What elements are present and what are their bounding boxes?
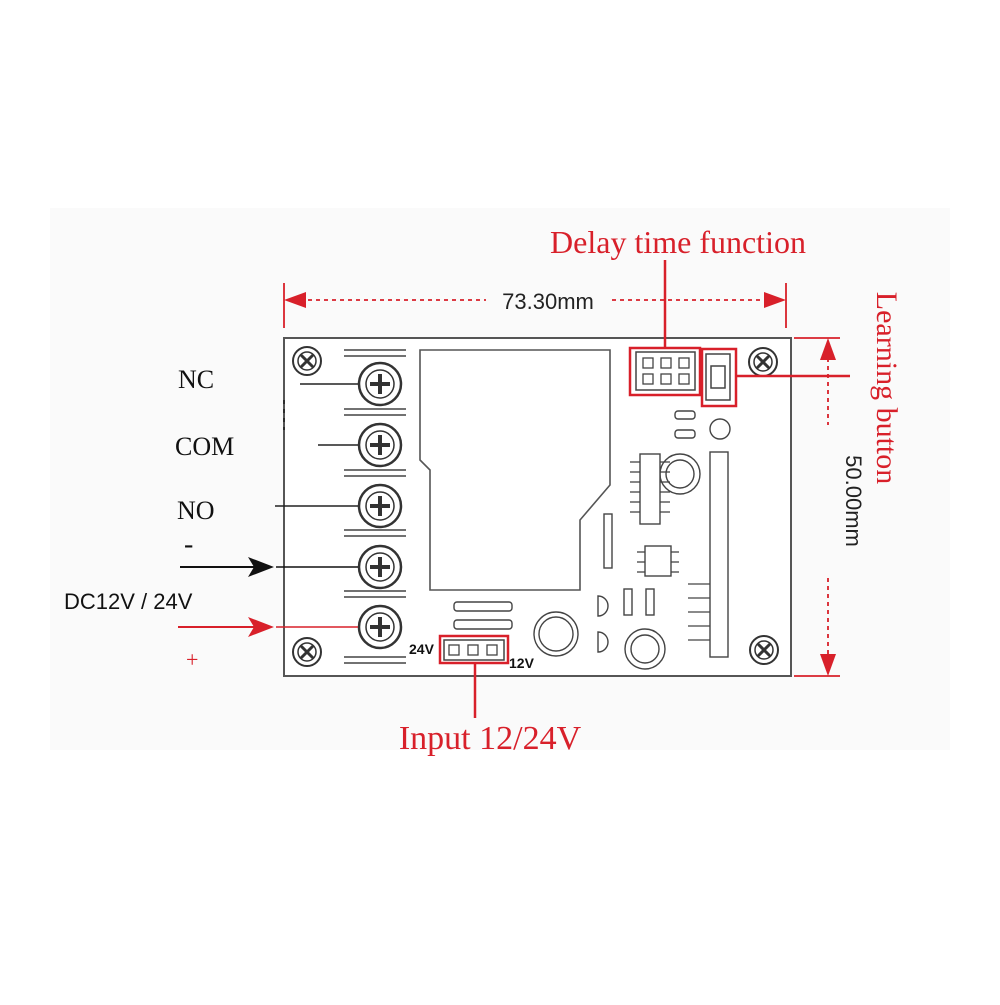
width-arrow-left xyxy=(284,292,306,308)
minus-label: - xyxy=(184,529,193,560)
delay-header-pins xyxy=(635,351,696,391)
terminal-screw-icon xyxy=(357,544,403,590)
width-arrow-right xyxy=(764,292,786,308)
positive-arrow-icon xyxy=(248,617,274,637)
no-label: NO xyxy=(177,496,215,525)
learning-button-icon xyxy=(705,353,731,401)
height-dimension-label: 50.00mm xyxy=(841,455,866,547)
com-label: COM xyxy=(175,432,234,461)
nc-label: NC xyxy=(178,365,214,394)
negative-arrow-icon xyxy=(248,557,274,577)
height-arrow-bottom xyxy=(820,654,836,676)
connector-12v-label: 12V xyxy=(509,655,535,671)
ic-legs xyxy=(630,461,710,641)
pcb-components xyxy=(453,410,731,670)
connector-24v-label: 24V xyxy=(409,641,435,657)
corner-screw-icon xyxy=(292,346,322,376)
terminal-screw-icon xyxy=(357,422,403,468)
corner-screw-icon xyxy=(749,635,779,665)
width-dimension-label: 73.30mm xyxy=(502,289,594,314)
delay-time-label: Delay time function xyxy=(550,224,806,260)
learning-button-label: Learning button xyxy=(870,292,903,484)
input-label: Input 12/24V xyxy=(399,720,582,757)
learning-highlight-box xyxy=(700,347,738,408)
terminal-screw-icon xyxy=(357,604,403,650)
terminal-block xyxy=(344,349,406,664)
plus-label: + xyxy=(186,647,198,672)
height-arrow-top xyxy=(820,338,836,360)
corner-screw-icon xyxy=(292,637,322,667)
input-connector xyxy=(443,639,505,661)
dc-voltage-label: DC12V / 24V xyxy=(64,589,193,614)
terminal-screw-icon xyxy=(357,361,403,407)
corner-screw-icon xyxy=(748,347,778,377)
relay-outline xyxy=(419,349,611,591)
terminal-screw-icon xyxy=(357,483,403,529)
